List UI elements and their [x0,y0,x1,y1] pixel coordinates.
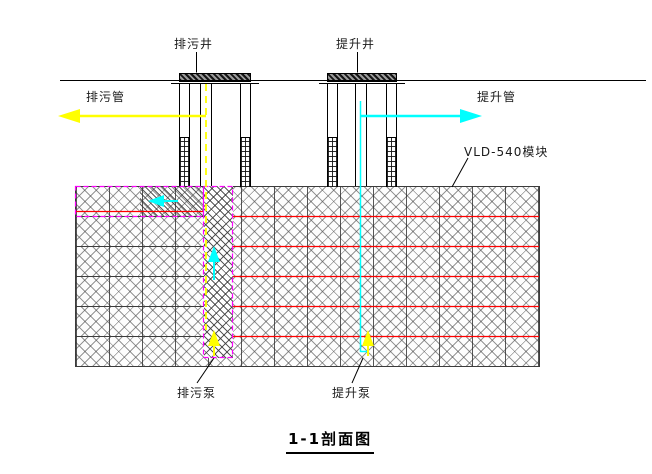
lift-well-wall-right [386,83,397,187]
label-module: VLD-540模块 [464,145,549,159]
sewage-well-cover [179,73,251,82]
lift-well-wall-left [327,83,338,187]
sewage-well-wall-right [240,83,251,187]
module-row [75,306,540,337]
brick-hatch [241,137,250,187]
sewage-well-wall-left [179,83,190,187]
module-row [75,336,540,367]
label-lift-pipe: 提升管 [477,90,517,104]
brick-hatch [328,137,337,187]
label-sewage-well: 排污井 [174,37,214,51]
brick-hatch [387,137,396,187]
section-title: 1-1剖面图 [286,428,375,454]
label-sewage-pump: 排污泵 [177,386,217,400]
label-sewage-pipe: 排污管 [86,90,126,104]
lift-well-cover [327,73,397,82]
brick-hatch [180,137,189,187]
label-lift-well: 提升井 [336,37,376,51]
label-lift-pump: 提升泵 [332,386,372,400]
